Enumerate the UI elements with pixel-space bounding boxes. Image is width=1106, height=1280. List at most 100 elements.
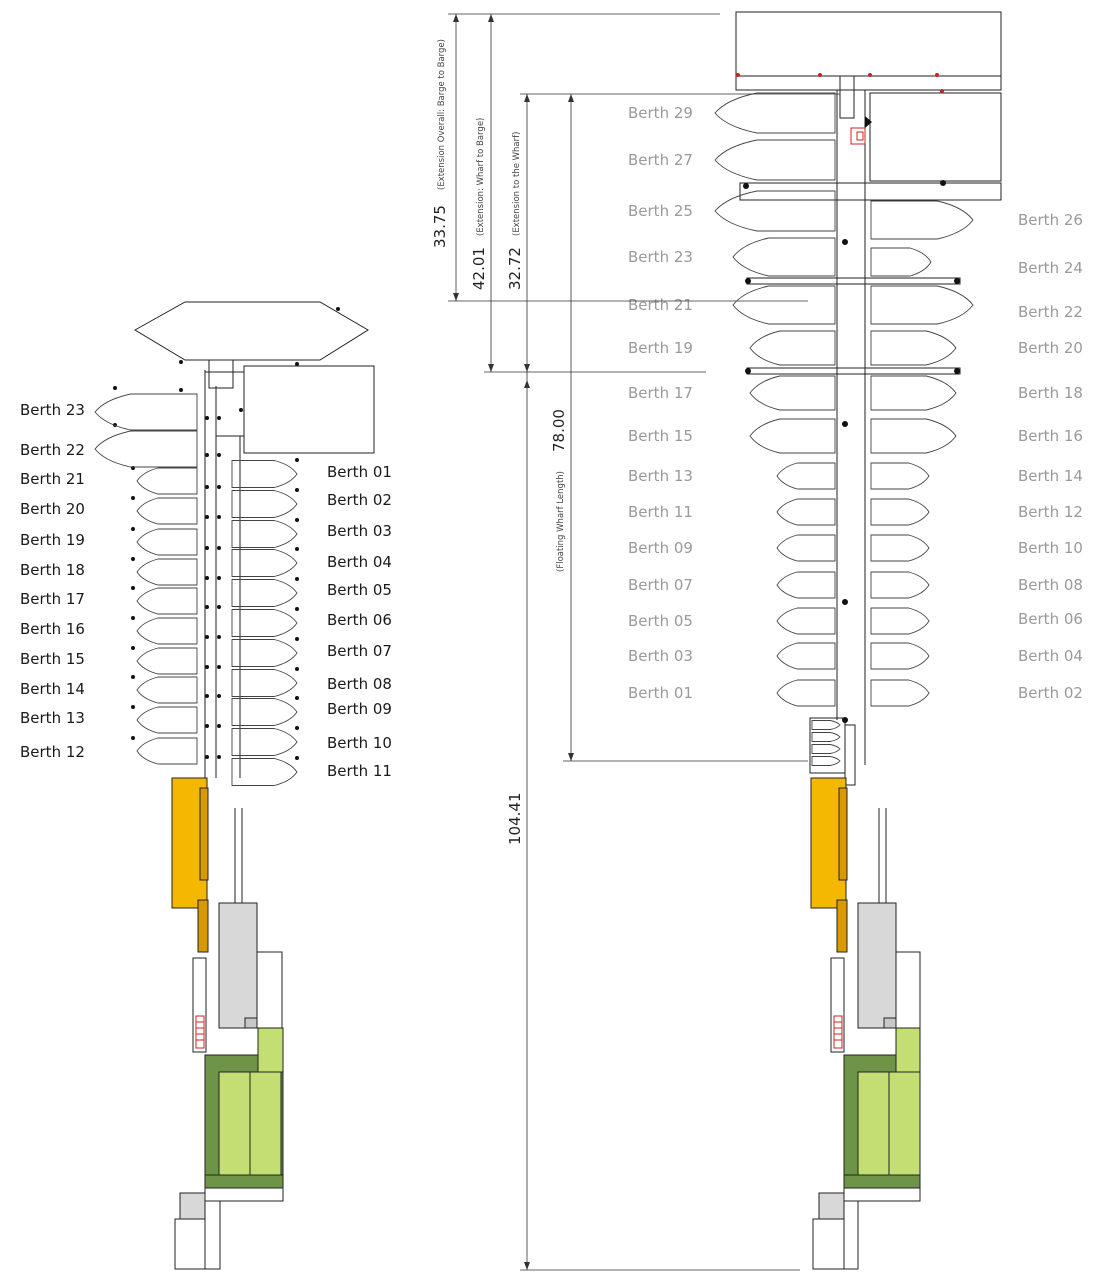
dim-total-value: 104.41 — [506, 793, 524, 846]
left-east-berth-label: Berth 09 — [327, 700, 392, 718]
pile-dot — [295, 756, 299, 760]
boat-outline — [136, 528, 198, 556]
boat-outline — [811, 756, 841, 766]
boat-outline — [136, 587, 198, 615]
pile-dot — [217, 605, 221, 609]
pile-dot — [295, 696, 299, 700]
boat-outline — [136, 497, 198, 525]
right-west-berth-label: Berth 07 — [628, 576, 693, 594]
boat-outline — [136, 706, 198, 734]
pile-dot — [131, 705, 135, 709]
right-east-berth-label: Berth 04 — [1018, 647, 1083, 665]
pile-dot — [217, 694, 221, 698]
pile-dot — [295, 577, 299, 581]
boat-outline — [231, 669, 298, 697]
right-west-berth-label: Berth 27 — [628, 151, 693, 169]
mooring-marker — [865, 116, 872, 128]
pile-dot — [131, 496, 135, 500]
pile-dot — [745, 368, 751, 374]
pile-dot — [954, 278, 960, 284]
right-east-berth-label: Berth 20 — [1018, 339, 1083, 357]
pile-dot — [205, 416, 209, 420]
boat-outline — [776, 571, 836, 599]
pile-dot — [295, 607, 299, 611]
right-west-berth-label: Berth 01 — [628, 684, 693, 702]
boat-outline — [231, 758, 298, 786]
left-east-berth-label: Berth 11 — [327, 762, 392, 780]
boat-outline — [870, 330, 957, 366]
right-west-berth-label: Berth 21 — [628, 296, 693, 314]
right-east-berth-label: Berth 24 — [1018, 259, 1083, 277]
left-west-berth-label: Berth 18 — [20, 561, 85, 579]
left-pile-dots — [113, 307, 340, 760]
pile-dot — [131, 586, 135, 590]
left-west-berth-label: Berth 14 — [20, 680, 85, 698]
pile-dot — [217, 576, 221, 580]
pile-dot — [295, 458, 299, 462]
pile-dot — [745, 278, 751, 284]
left-east-berth-label: Berth 03 — [327, 522, 392, 540]
boat-outline — [94, 430, 198, 468]
right-pile-dots — [743, 116, 960, 723]
boat-outline — [94, 393, 198, 431]
right-west-berth-label: Berth 25 — [628, 202, 693, 220]
boat-outline — [231, 639, 298, 667]
boat-outline — [870, 375, 957, 411]
pile-dot — [217, 515, 221, 519]
right-east-berth-label: Berth 14 — [1018, 467, 1083, 485]
pile-dot — [205, 724, 209, 728]
right-west-berth-label: Berth 19 — [628, 339, 693, 357]
boat-outline — [136, 676, 198, 704]
pile-dot — [295, 667, 299, 671]
pile-dot — [179, 388, 183, 392]
boat-outline — [776, 679, 836, 707]
boat-outline — [870, 534, 930, 562]
left-plan — [134, 301, 375, 1270]
pile-dot — [217, 755, 221, 759]
pile-dot — [217, 635, 221, 639]
dim-to-wharf-label: (Extension to the Wharf) — [512, 132, 522, 236]
boat-outline — [732, 237, 836, 277]
boat-outline — [776, 534, 836, 562]
left-barge-hexagon — [134, 301, 369, 361]
pile-dot — [205, 694, 209, 698]
pile-dot — [205, 485, 209, 489]
dim-overall-value: 33.75 — [431, 205, 449, 248]
left-west-berth-label: Berth 13 — [20, 709, 85, 727]
pile-dot — [295, 362, 299, 366]
pile-dot — [205, 605, 209, 609]
pile-dot — [131, 527, 135, 531]
pile-dot — [295, 488, 299, 492]
boat-outline — [231, 728, 298, 756]
left-east-berth-label: Berth 07 — [327, 642, 392, 660]
dim-wharf-to-barge-value: 42.01 — [470, 247, 488, 290]
right-east-berth-label: Berth 06 — [1018, 610, 1083, 628]
right-east-berth-label: Berth 08 — [1018, 576, 1083, 594]
right-east-berth-label: Berth 22 — [1018, 303, 1083, 321]
boat-outline — [870, 200, 974, 240]
left-west-berth-label: Berth 15 — [20, 650, 85, 668]
boat-outline — [870, 418, 957, 454]
right-west-berth-label: Berth 15 — [628, 427, 693, 445]
dim-overall-label: (Extension Overall: Barge to Barge) — [437, 39, 447, 190]
pile-dot — [131, 616, 135, 620]
pile-dot — [842, 717, 848, 723]
left-west-berth-label: Berth 22 — [20, 441, 85, 459]
boat-outline — [776, 498, 836, 526]
boat-outline — [870, 462, 930, 490]
pile-dot — [954, 368, 960, 374]
pile-dot — [205, 755, 209, 759]
boat-outline — [136, 737, 198, 765]
right-west-berth-label: Berth 05 — [628, 612, 693, 630]
pile-dot — [336, 307, 340, 311]
right-west-berth-label: Berth 09 — [628, 539, 693, 557]
boat-outline — [714, 139, 836, 181]
boat-outline — [870, 498, 930, 526]
right-top-barge — [735, 11, 1002, 77]
pile-dot — [205, 665, 209, 669]
boat-outline — [870, 571, 930, 599]
pile-dot — [217, 453, 221, 457]
right-pontoon-box — [869, 92, 1002, 182]
pile-dot — [113, 386, 117, 390]
